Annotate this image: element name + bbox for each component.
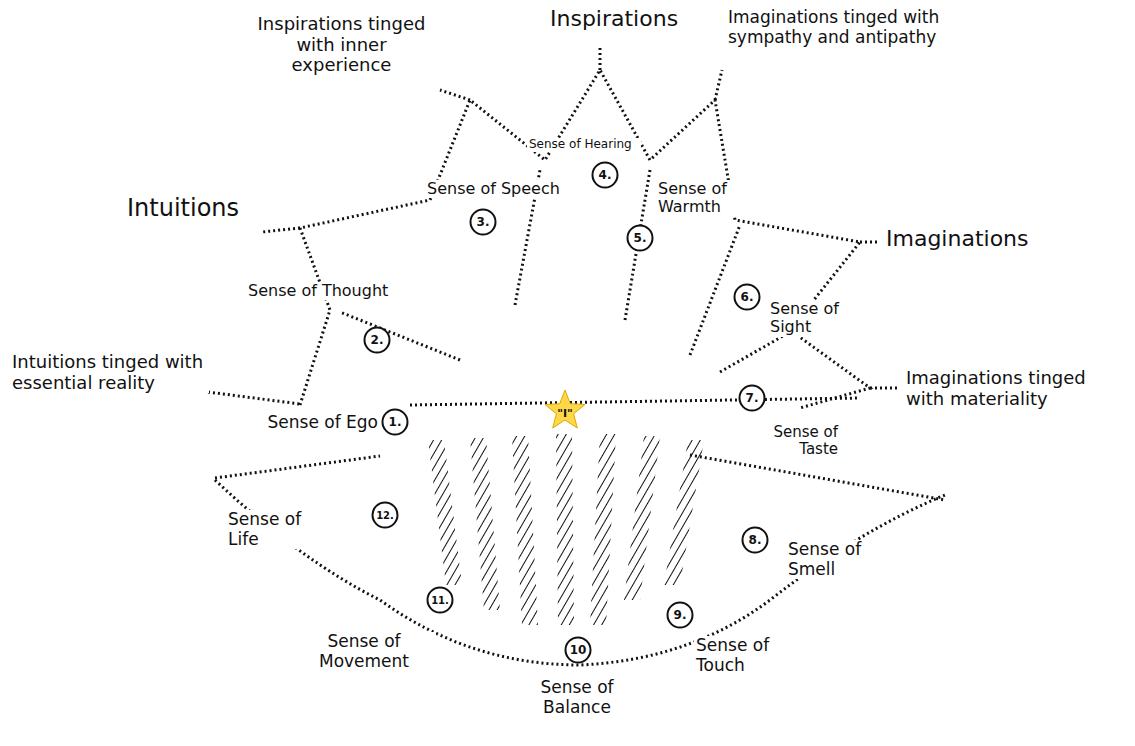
sense-label: Sense of Sight <box>768 300 847 337</box>
sense-label: Sense of Movement <box>292 632 436 671</box>
sense-node: 5.Sense of Warmth <box>626 224 654 252</box>
sense-node: 8.Sense of Smell <box>741 526 769 554</box>
sense-label: Sense of Hearing <box>527 138 641 152</box>
sense-label: Sense of Speech <box>425 180 579 198</box>
soul-faculty-label: Imaginations <box>884 226 1058 251</box>
ego-label: "I" <box>543 388 587 435</box>
sense-label: Sense of Ego <box>236 413 380 433</box>
sense-label: Sense of Taste <box>746 424 840 459</box>
callout-number: 3. <box>469 208 497 236</box>
sense-label: Sense of Touch <box>694 636 788 675</box>
callout-number: 12. <box>371 501 399 529</box>
callout-number: 9. <box>666 601 694 629</box>
sense-node: 10Sense of Balance <box>564 636 592 664</box>
outline <box>208 45 945 665</box>
callout-number: 1. <box>381 408 409 436</box>
callout-number: 4. <box>591 161 619 189</box>
hatching <box>428 434 704 625</box>
sense-node: 6.Sense of Sight <box>733 283 761 311</box>
sense-node: 3.Sense of Speech <box>469 208 497 236</box>
sense-node: 4.Sense of Hearing <box>591 161 619 189</box>
callout-number: 6. <box>733 283 761 311</box>
callout-number: 5. <box>626 224 654 252</box>
soul-faculty-label: Inspirations tinged with inner experienc… <box>252 14 431 76</box>
callout-number: 7. <box>738 384 766 412</box>
callout-number: 11. <box>426 586 454 614</box>
sense-label: Sense of Balance <box>520 678 634 717</box>
sense-node: 1.Sense of Ego <box>381 408 409 436</box>
soul-faculty-label: Imaginations tinged with sympathy and an… <box>726 8 1020 47</box>
soul-faculty-label: Intuitions tinged with essential reality <box>10 352 209 393</box>
sense-node: 11.Sense of Movement <box>426 586 454 614</box>
star-node: "I" <box>543 388 587 432</box>
soul-faculty-label: Imaginations tinged with materiality <box>904 368 1130 409</box>
sense-label: Sense of Warmth <box>656 180 740 217</box>
sense-node: 2.Sense of Thought <box>363 326 391 354</box>
soul-faculty-label: Inspirations <box>548 6 702 31</box>
sense-node: 7.Sense of Taste <box>738 384 766 412</box>
callout-number: 2. <box>363 326 391 354</box>
soul-faculty-label: Intuitions <box>125 195 269 223</box>
sense-label: Sense of Smell <box>786 540 875 579</box>
callout-number: 8. <box>741 526 769 554</box>
sense-node: 9.Sense of Touch <box>666 601 694 629</box>
sense-node: 12.Sense of Life <box>371 501 399 529</box>
callout-number: 10 <box>564 636 592 664</box>
sense-label: Sense of Thought <box>246 282 410 300</box>
sense-label: Sense of Life <box>226 510 320 549</box>
